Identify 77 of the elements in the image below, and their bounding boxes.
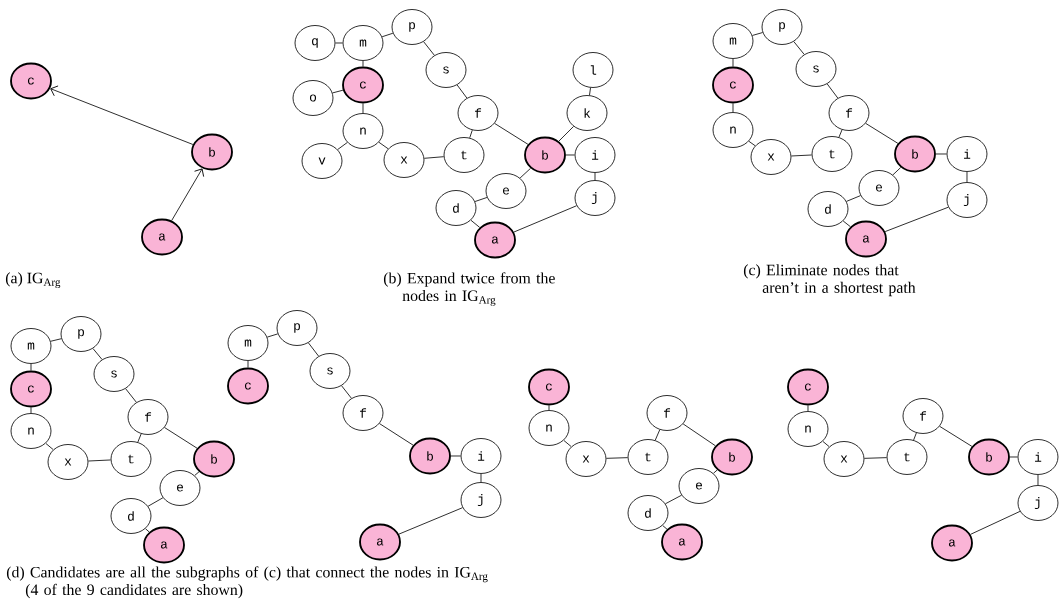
- edge-line: [970, 510, 1021, 535]
- edge-line: [474, 197, 488, 202]
- edge-line: [822, 440, 830, 448]
- edge-line: [892, 167, 902, 176]
- edge-line: [846, 195, 861, 202]
- edge-line: [966, 171, 968, 183]
- edge-line: [606, 457, 628, 459]
- edge-line: [332, 89, 344, 94]
- edge-line: [563, 439, 572, 448]
- edge-line: [654, 429, 661, 441]
- edge-line: [362, 60, 364, 67]
- edge-line: [147, 497, 164, 507]
- edge-line: [194, 471, 200, 476]
- edge-line: [589, 87, 591, 96]
- edge-line: [558, 126, 574, 142]
- edge-line: [494, 123, 529, 145]
- caption: (d) Candidates are all the subgraphs of (c) that connect the nodes in IG$_{Arg}$ (4 of the 9 candidates are shown): [6, 566, 488, 599]
- edge-line: [752, 32, 763, 36]
- edge-line: [137, 433, 142, 443]
- edge-line: [682, 423, 716, 447]
- edge-line: [398, 507, 463, 535]
- edge-line: [145, 528, 150, 533]
- edge-line: [748, 140, 756, 147]
- edge-line: [1037, 474, 1039, 486]
- edge-line: [864, 457, 887, 459]
- arrow: [171, 168, 205, 222]
- edge-line: [378, 141, 389, 150]
- edge-line: [807, 405, 809, 412]
- edge-line: [732, 103, 734, 113]
- edge-line: [565, 154, 575, 156]
- edge-line: [480, 473, 482, 483]
- edge-line: [713, 469, 718, 474]
- edge-line: [341, 385, 352, 399]
- edge-line: [92, 348, 103, 360]
- edge-line: [30, 363, 32, 371]
- edge-line: [164, 427, 198, 449]
- edge-line: [30, 407, 32, 414]
- edge-line: [337, 142, 348, 150]
- edge-line: [548, 405, 550, 411]
- edge-line: [379, 423, 414, 446]
- edge-line: [456, 84, 468, 99]
- edge-line: [125, 388, 137, 403]
- edge-line: [247, 360, 249, 368]
- caption: (a) IG$_{Arg}$: [5, 272, 61, 289]
- edge-line: [662, 525, 668, 530]
- edge-line: [826, 83, 839, 99]
- edge-line: [469, 129, 473, 139]
- edge-line: [88, 459, 112, 462]
- edge-line: [594, 172, 596, 181]
- caption: (b) Expand twice from the nodes in IG$_{Arg}$: [383, 272, 555, 306]
- caption: (c) Eliminate nodes that aren’t in a shortest path: [743, 264, 916, 297]
- edge-line: [913, 432, 917, 441]
- edge-line: [732, 58, 734, 67]
- edge-line: [519, 167, 531, 179]
- edge-line: [793, 41, 805, 55]
- edge-line: [362, 103, 364, 114]
- edge-line: [513, 205, 577, 233]
- edge-line: [470, 219, 481, 228]
- edge-line: [50, 338, 62, 342]
- edge-line: [865, 122, 899, 144]
- edge-line: [381, 32, 394, 38]
- edge-line: [842, 220, 851, 228]
- edge-line: [935, 153, 947, 155]
- edge-line: [790, 154, 813, 157]
- edge-line: [423, 156, 445, 159]
- edge-line: [266, 333, 279, 338]
- edge-line: [1009, 456, 1018, 458]
- edge-line: [939, 425, 973, 447]
- edge-line: [308, 342, 320, 357]
- edge-line: [45, 442, 54, 451]
- edge-line: [335, 42, 343, 44]
- edge-line: [838, 129, 843, 138]
- edge-line: [884, 206, 949, 232]
- edge-line: [665, 494, 682, 505]
- edge-line: [450, 455, 461, 457]
- arrow: [50, 85, 194, 145]
- edge-line: [423, 41, 435, 56]
